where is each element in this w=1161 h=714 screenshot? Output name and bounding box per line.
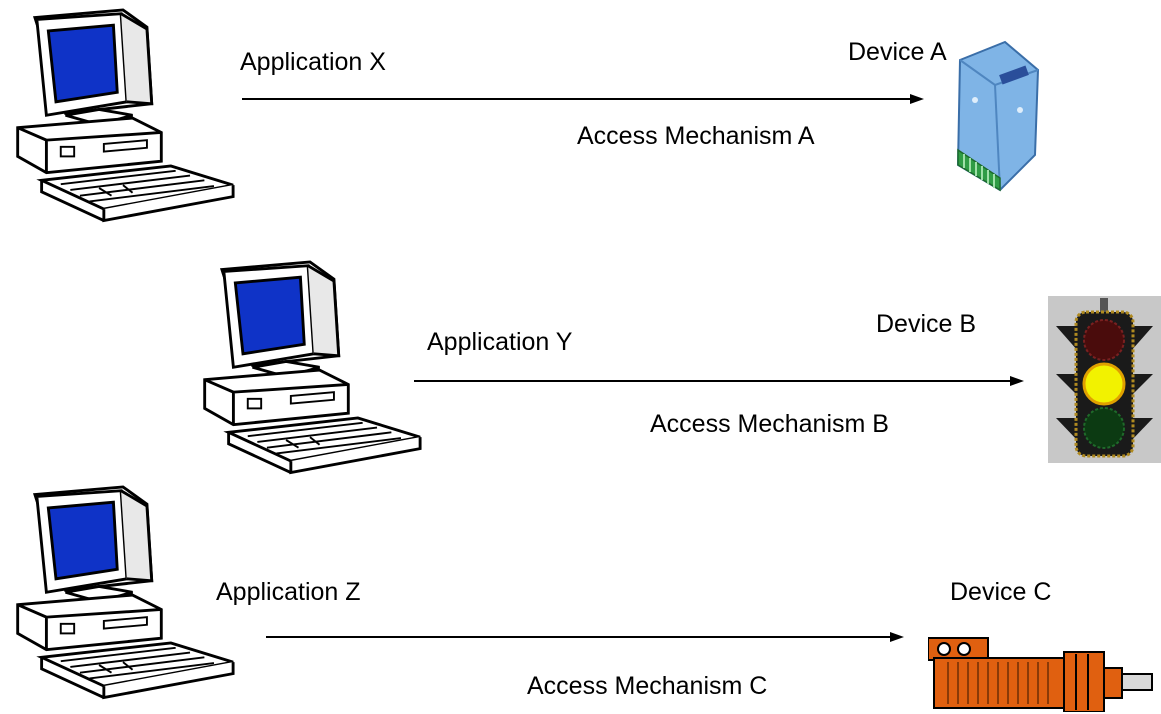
arrow-icon-a (242, 94, 924, 104)
device-label-b: Device B (876, 310, 977, 338)
mechanism-label-a: Access Mechanism A (577, 122, 815, 150)
computer-icon-y (195, 260, 425, 485)
application-label-z: Application Z (216, 578, 361, 606)
traffic-light-icon (1048, 296, 1161, 463)
motor-icon (928, 637, 1153, 712)
application-label-y: Application Y (427, 328, 573, 356)
computer-icon-x (8, 8, 238, 233)
device-label-a: Device A (848, 38, 947, 66)
device-label-c: Device C (950, 578, 1052, 606)
arrow-icon-c (266, 632, 904, 642)
io-module-icon (956, 40, 1040, 192)
mechanism-label-c: Access Mechanism C (527, 672, 768, 700)
computer-icon-z (8, 485, 238, 710)
mechanism-label-b: Access Mechanism B (650, 410, 889, 438)
arrow-icon-b (414, 376, 1024, 386)
application-label-x: Application X (240, 48, 386, 76)
